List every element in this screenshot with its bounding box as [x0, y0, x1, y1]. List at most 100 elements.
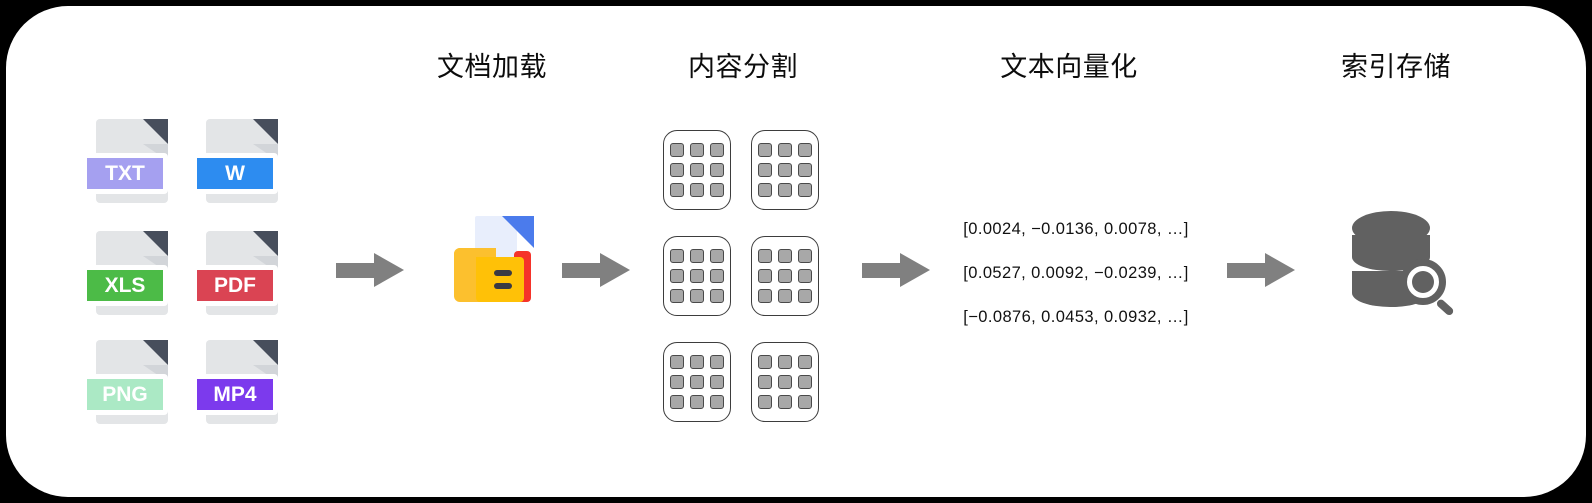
chunk-grid — [670, 355, 724, 409]
file-type-badge: PDF — [192, 265, 278, 306]
chunk-cell — [798, 355, 812, 369]
file-icon-pdf: PDF — [192, 231, 278, 315]
chunk-cell — [690, 289, 704, 303]
loader-folder-line-2 — [494, 283, 512, 289]
chunk-cell — [710, 395, 724, 409]
chunk-cell — [798, 143, 812, 157]
chunk-cell — [798, 395, 812, 409]
file-type-badge: PNG — [82, 374, 168, 415]
chunk-cell — [710, 143, 724, 157]
chunk-cell — [710, 355, 724, 369]
chunk-cell — [778, 375, 792, 389]
arrow-shaft — [1227, 263, 1267, 278]
chunk-box — [663, 236, 731, 316]
file-fold-corner-icon — [143, 340, 168, 365]
chunk-cell — [758, 269, 772, 283]
chunk-cell — [670, 395, 684, 409]
file-icon-mp4: MP4 — [192, 340, 278, 424]
chunk-cell — [710, 249, 724, 263]
chunk-box — [751, 236, 819, 316]
loader-folder-front — [476, 257, 524, 302]
file-type-badge: TXT — [82, 153, 168, 194]
chunk-cell — [778, 269, 792, 283]
chunk-cell — [758, 183, 772, 197]
chunk-cell — [670, 143, 684, 157]
magnifier-lens-icon — [1412, 271, 1434, 293]
chunk-cell — [670, 289, 684, 303]
chunk-cell — [670, 183, 684, 197]
arrow-vectorization-to-storage — [1227, 253, 1295, 287]
vector-row: [0.0024, −0.0136, 0.0078, …] — [963, 220, 1189, 238]
chunk-cell — [798, 375, 812, 389]
chunk-cell — [670, 375, 684, 389]
chunk-cell — [778, 249, 792, 263]
chunk-cell — [778, 163, 792, 177]
chunk-cell — [798, 249, 812, 263]
vector-database-icon — [1344, 209, 1456, 317]
chunk-cell — [758, 395, 772, 409]
chunk-grid — [670, 143, 724, 197]
vector-row: [0.0527, 0.0092, −0.0239, …] — [963, 264, 1189, 282]
arrow-head-icon — [1265, 253, 1295, 287]
chunk-cell — [710, 289, 724, 303]
stage-title-content-splitting: 内容分割 — [688, 52, 798, 82]
chunk-cell — [710, 269, 724, 283]
chunk-cell — [758, 163, 772, 177]
chunk-cell — [758, 289, 772, 303]
chunk-cell — [690, 249, 704, 263]
chunk-cell — [690, 183, 704, 197]
chunk-cell — [670, 355, 684, 369]
chunk-cell — [778, 183, 792, 197]
file-fold-corner-icon — [143, 231, 168, 256]
chunk-cell — [690, 395, 704, 409]
file-type-badge: MP4 — [192, 374, 278, 415]
chunk-cell — [798, 269, 812, 283]
chunk-cell — [690, 143, 704, 157]
chunk-cell — [758, 249, 772, 263]
arrow-shaft — [336, 263, 376, 278]
chunk-cell — [710, 375, 724, 389]
chunk-grid — [758, 143, 812, 197]
arrow-splitting-to-vectorization — [862, 253, 930, 287]
chunk-cell — [758, 355, 772, 369]
file-fold-corner-icon — [143, 119, 168, 144]
file-type-badge: XLS — [82, 265, 168, 306]
file-icon-xls: XLS — [82, 231, 168, 315]
chunk-cell — [778, 395, 792, 409]
loader-folder-line-1 — [494, 270, 512, 276]
loader-folder-tab — [454, 248, 482, 262]
chunk-cell — [710, 163, 724, 177]
file-icon-png: PNG — [82, 340, 168, 424]
chunk-box — [751, 342, 819, 422]
arrow-loading-to-splitting — [562, 253, 630, 287]
magnifier-handle-icon — [1435, 298, 1455, 317]
chunk-cell — [670, 269, 684, 283]
chunk-box — [663, 130, 731, 210]
chunk-cell — [690, 269, 704, 283]
chunk-grid — [670, 249, 724, 303]
chunk-cell — [670, 163, 684, 177]
arrow-head-icon — [600, 253, 630, 287]
file-fold-corner-icon — [253, 340, 278, 365]
chunk-grid — [758, 355, 812, 409]
chunk-cell — [710, 183, 724, 197]
chunk-cell — [690, 375, 704, 389]
arrow-sources-to-loading — [336, 253, 404, 287]
chunk-cell — [798, 183, 812, 197]
file-icon-txt: TXT — [82, 119, 168, 203]
file-fold-corner-icon — [253, 231, 278, 256]
vector-row: [−0.0876, 0.0453, 0.0932, …] — [963, 308, 1189, 326]
chunk-cell — [758, 143, 772, 157]
arrow-head-icon — [900, 253, 930, 287]
arrow-shaft — [562, 263, 602, 278]
chunk-cell — [758, 375, 772, 389]
file-fold-corner-icon — [253, 119, 278, 144]
stage-title-document-loading: 文档加载 — [437, 52, 547, 82]
chunk-cell — [798, 289, 812, 303]
arrow-shaft — [862, 263, 902, 278]
file-type-badge: W — [192, 153, 278, 194]
chunk-cell — [690, 355, 704, 369]
file-icon-w: W — [192, 119, 278, 203]
